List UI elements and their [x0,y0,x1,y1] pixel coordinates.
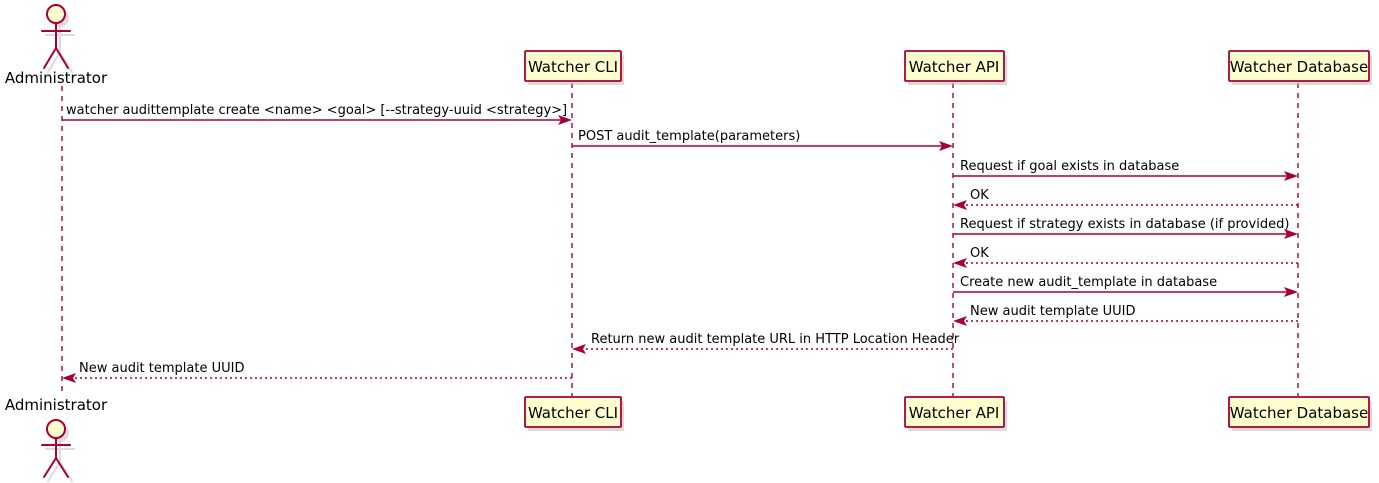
message-5[interactable]: Request if strategy exists in database (… [953,217,1298,239]
message-9[interactable]: Return new audit template URL in HTTP Lo… [572,332,960,354]
message-label-5: Request if strategy exists in database (… [960,217,1289,232]
message-label-1: watcher audittemplate create <name> <goa… [66,103,567,118]
message-2[interactable]: POST audit_template(parameters) [572,129,953,151]
message-6[interactable]: OK [953,246,1298,268]
participant-label-watcher-database-bottom: Watcher Database [1230,404,1368,422]
lifelines [61,83,1299,396]
message-label-4: OK [970,188,989,203]
message-label-9: Return new audit template URL in HTTP Lo… [591,332,960,347]
message-label-6: OK [970,246,989,261]
participant-label-watcher-database-top: Watcher Database [1230,58,1368,76]
participant-label-watcher-cli-top: Watcher CLI [528,58,618,76]
participant-box-watcher-cli-bottom[interactable]: Watcher CLI [524,396,624,431]
message-8[interactable]: New audit template UUID [953,304,1298,326]
actor-head-icon-bottom [46,419,66,439]
participant-label-watcher-cli-bottom: Watcher CLI [528,404,618,422]
participant-box-watcher-cli-top[interactable]: Watcher CLI [524,50,624,85]
message-label-7: Create new audit_template in database [960,275,1217,290]
participant-box-watcher-api-top[interactable]: Watcher API [904,50,1007,85]
participant-label-watcher-api-bottom: Watcher API [909,404,1000,422]
message-4[interactable]: OK [953,188,1298,210]
message-1[interactable]: watcher audittemplate create <name> <goa… [62,103,572,125]
actor-administrator-bottom[interactable]: Administrator [5,396,108,482]
participant-box-watcher-api-bottom[interactable]: Watcher API [904,396,1007,431]
message-3[interactable]: Request if goal exists in database [953,159,1298,181]
actor-body-icon [41,22,71,69]
message-label-8: New audit template UUID [970,304,1135,319]
message-label-2: POST audit_template(parameters) [578,129,800,144]
message-10[interactable]: New audit template UUID [62,361,572,383]
message-7[interactable]: Create new audit_template in database [953,275,1298,297]
actor-head-icon [46,4,66,24]
actor-administrator-top[interactable]: Administrator [5,4,108,87]
participant-box-watcher-database-top[interactable]: Watcher Database [1228,50,1372,85]
actor-label-administrator-top: Administrator [5,69,108,87]
participant-box-watcher-database-bottom[interactable]: Watcher Database [1228,396,1372,431]
actor-body-icon-bottom [41,437,71,478]
message-label-3: Request if goal exists in database [960,159,1179,174]
participant-label-watcher-api-top: Watcher API [909,58,1000,76]
actor-label-administrator-bottom: Administrator [5,396,108,414]
message-label-10: New audit template UUID [79,361,244,376]
